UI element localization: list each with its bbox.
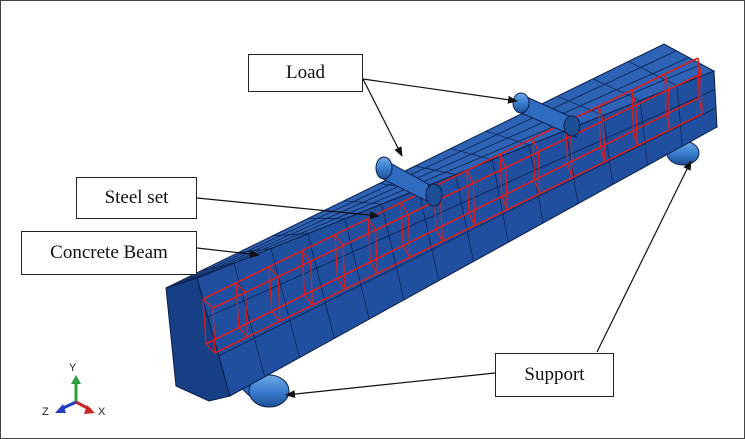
rebar-stirrup: [367, 218, 377, 231]
rebar-stirrup: [334, 234, 339, 279]
rebar-stirrup: [342, 245, 346, 290]
mesh-line-transverse: [272, 233, 308, 237]
steel-set-leader: [196, 197, 380, 220]
rebar-stirrup: [440, 198, 443, 242]
rebar-stirrup: [268, 266, 279, 278]
rebar-stirrup: [310, 261, 313, 306]
rebar-stirrup: [532, 138, 536, 181]
rebar-stirrup: [336, 278, 346, 290]
mesh-line-transverse: [628, 61, 678, 87]
rebar-longitudinal: [205, 97, 700, 345]
rebar-stirrup: [301, 250, 306, 295]
rebar-stirrup: [499, 154, 503, 197]
rebar-stirrup: [534, 179, 541, 194]
rebar-stirrup: [700, 73, 703, 115]
rebar-stirrup: [238, 327, 248, 338]
rebar-stirrup: [301, 250, 312, 262]
rebar-stirrup: [598, 106, 604, 121]
rebar-stirrup: [697, 57, 700, 99]
mesh-line-transverse: [270, 248, 300, 358]
load-leader-left: [362, 78, 403, 157]
load-label: Load: [248, 54, 363, 92]
mesh-line-transverse: [557, 95, 604, 116]
rebar-stirrup: [277, 276, 281, 322]
rebar-stirrup: [271, 310, 281, 322]
rebar-stirrup: [235, 282, 240, 328]
rebar-stirrup: [566, 163, 573, 178]
rebar-stirrup: [466, 170, 470, 213]
beam-top-face: [165, 43, 716, 289]
rebar-stirrup: [602, 120, 606, 162]
axis-x-label: X: [98, 406, 106, 418]
mesh-line-transverse: [639, 100, 648, 166]
mesh-line-transverse: [602, 115, 613, 185]
axis-z-label: Z: [42, 406, 49, 418]
steel-set-label: Steel set: [76, 177, 197, 219]
rebar-stirrup: [632, 130, 638, 147]
mesh-line-transverse: [414, 165, 456, 175]
mesh-line-transverse: [486, 130, 530, 146]
support-leader-left: [285, 372, 496, 399]
rebar-stirrup: [472, 183, 476, 226]
rebar-stirrup: [466, 170, 474, 184]
coordinate-triad: Y Z X: [42, 362, 106, 418]
rebar-stirrup: [667, 89, 671, 130]
rebar-longitudinal: [214, 113, 703, 354]
support-label: Support: [495, 353, 614, 397]
rebar-stirrup: [235, 282, 246, 293]
rebar-stirrup: [537, 151, 541, 194]
rebar-stirrup: [665, 114, 671, 131]
rebar-stirrup: [402, 245, 411, 258]
rebar-stirrup: [407, 214, 411, 258]
rebar-stirrup: [202, 298, 214, 309]
rebar-stirrup: [304, 294, 313, 306]
rebar-stirrup: [499, 154, 507, 168]
rebar-stirrup: [375, 229, 378, 274]
rebar-stirrup: [468, 212, 476, 226]
mesh-line-transverse: [450, 148, 493, 161]
rebar-stirrup: [501, 196, 508, 210]
mesh-line-transverse: [381, 203, 405, 301]
steel-reinforcement-cage: [202, 57, 703, 354]
concrete-beam-label: Concrete Beam: [21, 231, 197, 275]
mesh-line-transverse: [418, 189, 440, 281]
rebar-stirrup: [400, 202, 404, 246]
rebar-stirrup: [505, 167, 508, 210]
rebar-stirrup: [334, 234, 344, 246]
rebar-stirrup: [631, 90, 634, 131]
load-roller-right: [512, 92, 581, 138]
rebar-stirrup: [435, 228, 443, 242]
rebar-stirrup: [664, 74, 667, 115]
rebar-longitudinal: [212, 73, 702, 309]
rebar-stirrup: [268, 266, 273, 312]
load-leader-right: [362, 78, 518, 104]
concrete-beam-leader: [196, 247, 260, 258]
rebar-stirrup: [599, 147, 606, 162]
rebar-stirrup: [570, 136, 573, 178]
mesh-line-transverse: [308, 217, 345, 220]
rebar-stirrup: [244, 292, 249, 338]
rebar-stirrup: [635, 105, 638, 146]
rebar-stirrup: [212, 307, 216, 354]
rebar-stirrup: [698, 97, 703, 115]
mesh-line-transverse: [676, 85, 683, 147]
support-leader-right: [596, 160, 692, 353]
rebar-stirrup: [367, 218, 371, 263]
rebar-stirrup: [205, 343, 216, 354]
rebar-stirrup: [598, 106, 601, 148]
load-roller-left: [375, 156, 443, 207]
rebar-stirrup: [532, 138, 539, 153]
leader-lines: [196, 78, 692, 399]
rebar-stirrup: [400, 202, 409, 215]
axis-y-label: Y: [69, 362, 77, 374]
rebar-stirrup: [202, 298, 207, 345]
rebar-longitudinal: [202, 57, 699, 300]
mesh-line-transverse: [201, 262, 235, 271]
mesh-line-transverse: [343, 200, 382, 205]
rebar-stirrup: [369, 261, 378, 274]
mesh-line-transverse: [455, 174, 474, 262]
